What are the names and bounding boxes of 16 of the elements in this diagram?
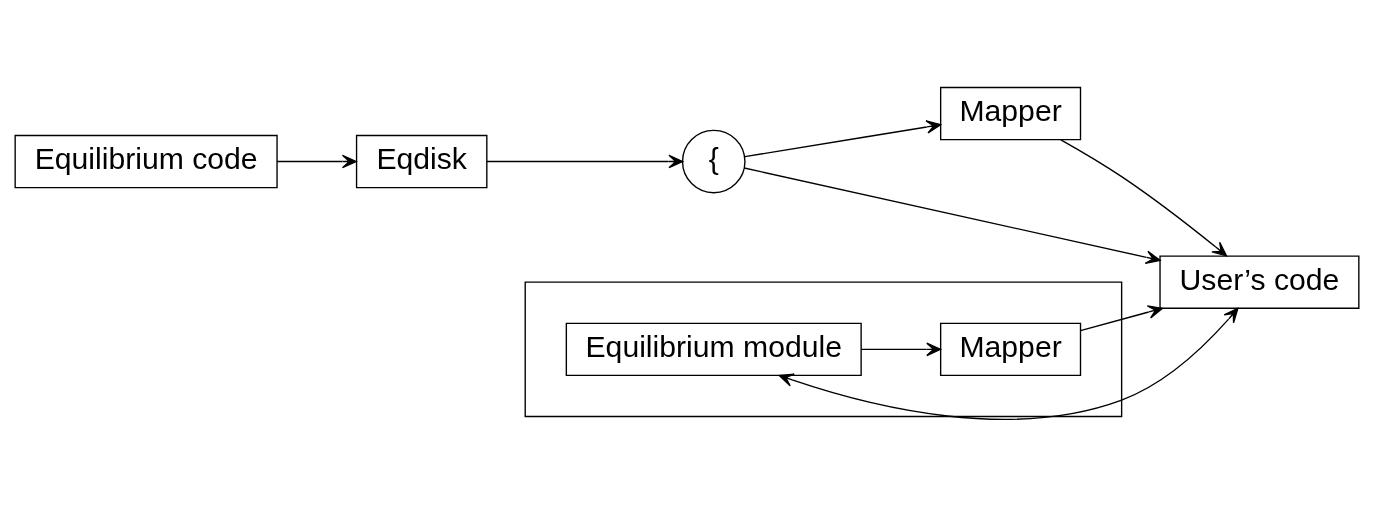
arrow [1060, 139, 1228, 257]
node-box: Equilibrium module [565, 322, 862, 377]
node-box: Equilibrium code [14, 134, 278, 189]
node-circle: { [681, 129, 746, 194]
node-box: Mapper [939, 322, 1082, 377]
arrow [778, 307, 1239, 420]
node-box: User’s code [1159, 255, 1360, 309]
cluster [524, 281, 1123, 418]
arrow [276, 154, 357, 169]
arrow [743, 167, 1161, 265]
arrow [744, 120, 942, 158]
node-box: Mapper [939, 86, 1082, 141]
node-box: Eqdisk [355, 134, 488, 189]
arrow [860, 342, 942, 357]
arrow [486, 154, 684, 169]
arrow [1079, 305, 1163, 332]
